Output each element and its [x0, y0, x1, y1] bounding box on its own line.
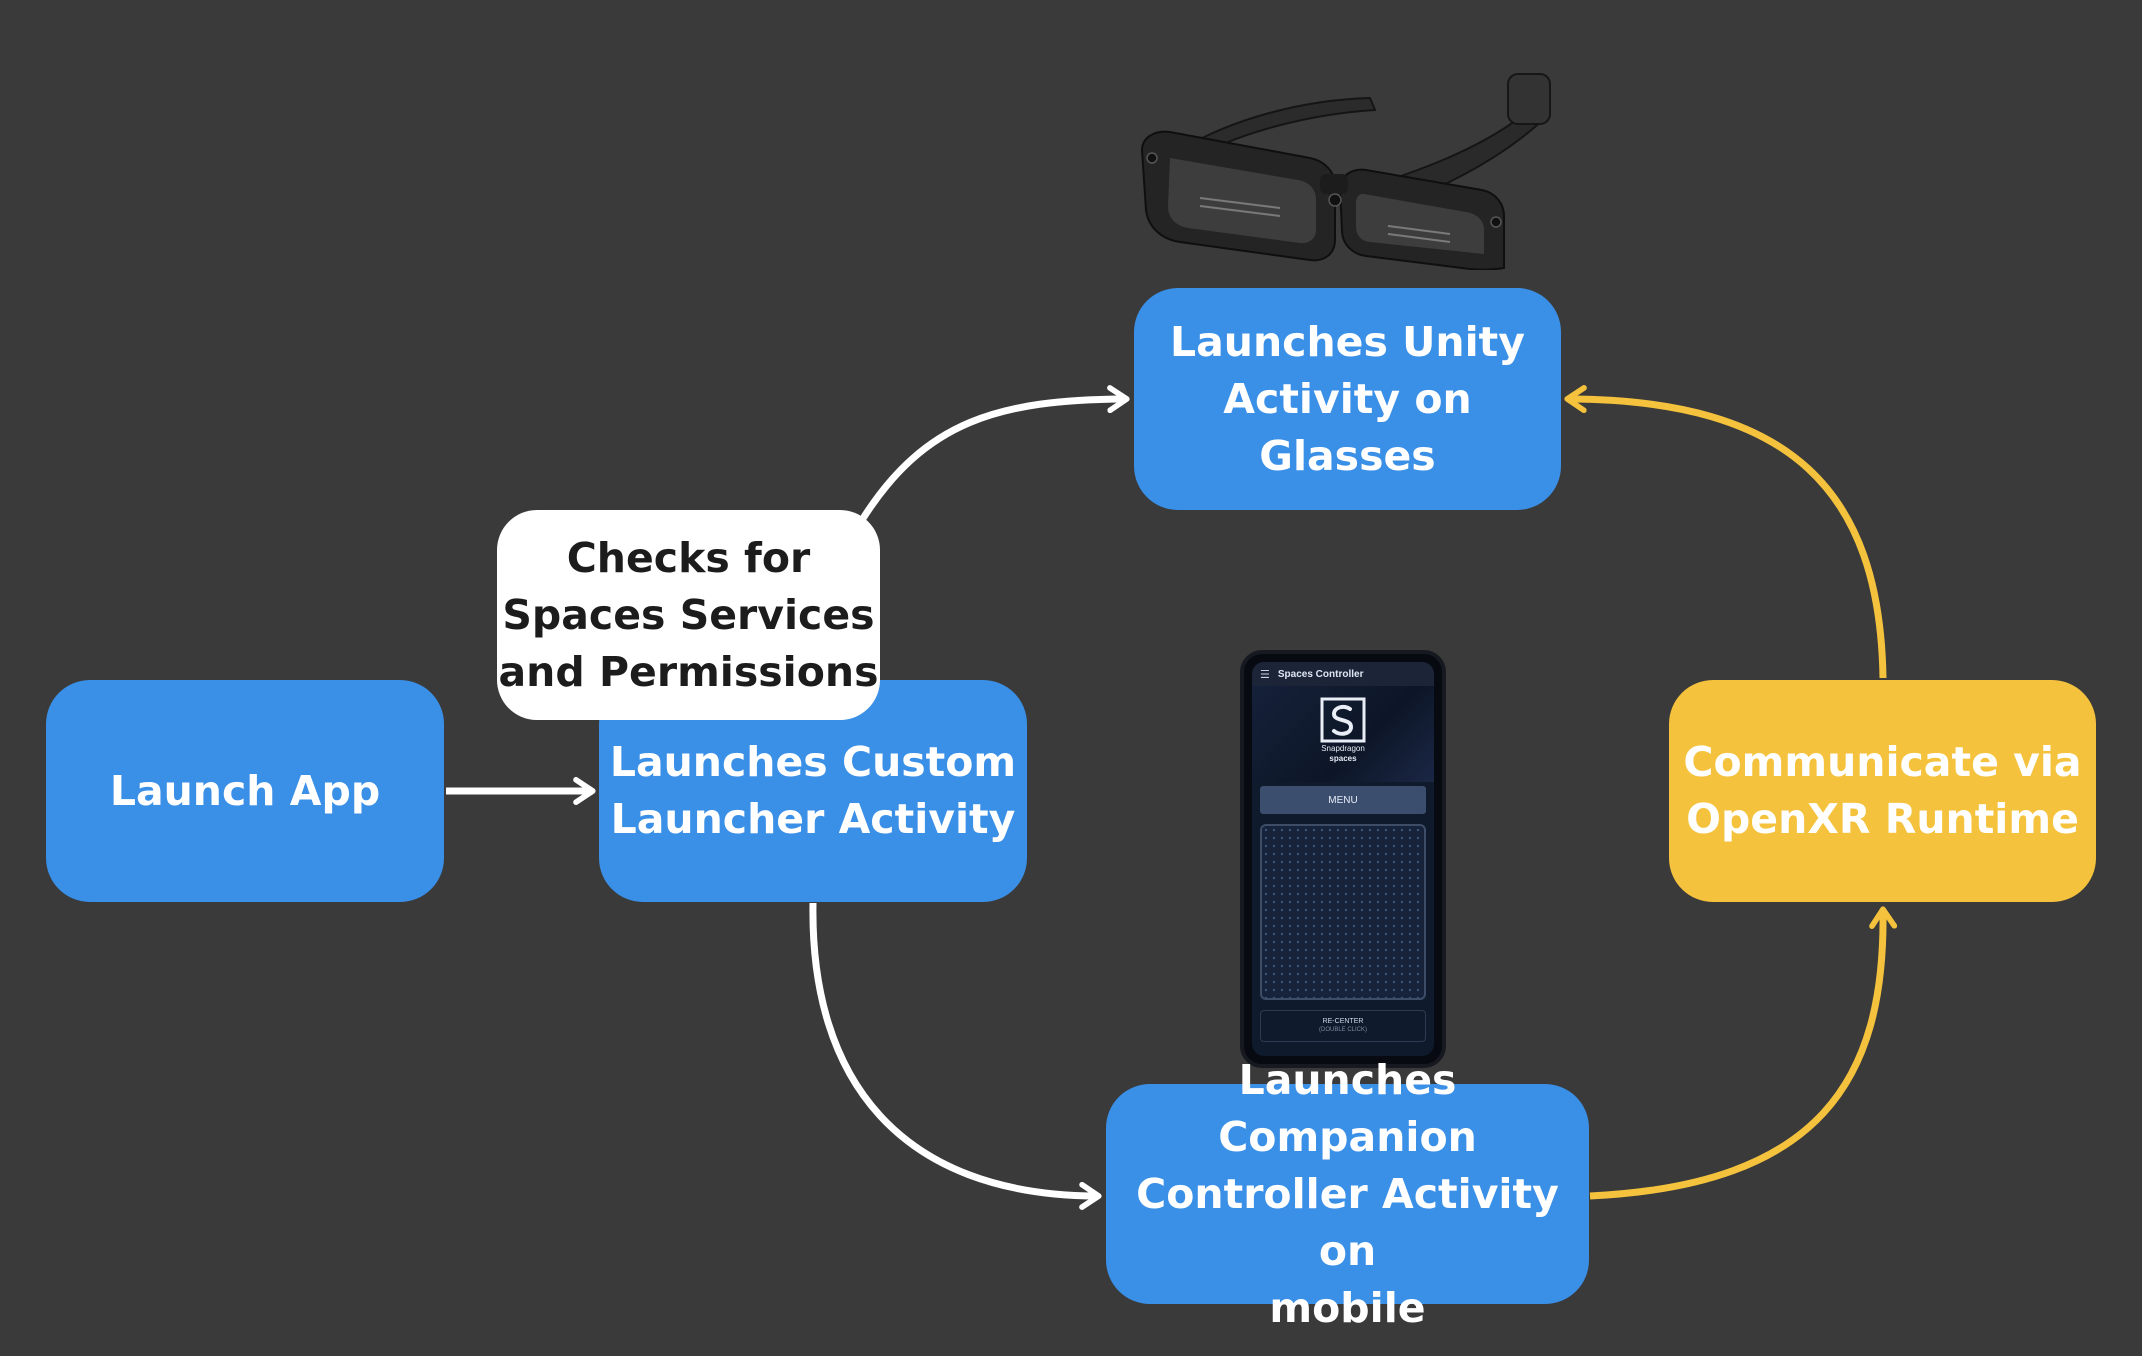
node-text-line: Activity on Glasses	[1223, 374, 1472, 480]
recenter-hint: (DOUBLE CLICK)	[1318, 1027, 1367, 1033]
arrow-companion-to-openxr	[1589, 906, 1898, 1200]
phone-hero: Snapdragon spaces	[1252, 686, 1434, 782]
arrow-checks-to-unity	[859, 385, 1130, 522]
node-text-line: Checks for	[566, 533, 811, 582]
phone-app-bar: ☰ Spaces Controller	[1252, 662, 1434, 686]
phone-mockup: ☰ Spaces Controller Snapdragon spaces ME…	[1240, 650, 1446, 1068]
snapdragon-spaces-logo	[1316, 696, 1370, 744]
arrow-openxr-to-unity	[1564, 385, 1887, 679]
node-unity-activity: Launches Unity Activity on Glasses	[1134, 288, 1561, 510]
node-text-line: OpenXR Runtime	[1686, 795, 2079, 843]
node-checks-permissions: Checks for Spaces Services and Permissio…	[497, 510, 880, 720]
node-text-line: Launcher Activity	[610, 795, 1016, 843]
brand-line-1: Snapdragon	[1321, 744, 1365, 753]
ar-glasses-image	[1140, 73, 1551, 270]
node-text-line: and Permissions	[498, 647, 879, 696]
hamburger-icon: ☰	[1260, 667, 1270, 681]
recenter-label: RE-CENTER	[1322, 1018, 1364, 1025]
node-text-line: Launches Unity	[1169, 317, 1525, 366]
node-text-line: Spaces Services	[502, 590, 875, 639]
node-text-line: Launch App	[109, 766, 381, 815]
phone-screen: ☰ Spaces Controller Snapdragon spaces ME…	[1252, 662, 1434, 1056]
node-launch-app: Launch App	[46, 680, 444, 902]
menu-button[interactable]: MENU	[1260, 786, 1426, 814]
node-text-line: mobile	[1269, 1283, 1426, 1332]
node-text-line: Launches Custom	[609, 738, 1017, 786]
node-openxr-runtime: Communicate via OpenXR Runtime	[1669, 680, 2096, 902]
touchpad-area[interactable]	[1260, 824, 1426, 1000]
node-text-line: Launches Companion	[1218, 1055, 1477, 1161]
node-text-line: Communicate via	[1683, 738, 2082, 786]
phone-app-title: Spaces Controller	[1277, 668, 1364, 680]
brand-line-2: spaces	[1329, 754, 1357, 763]
node-companion-controller: Launches Companion Controller Activity o…	[1106, 1056, 1589, 1332]
node-text-line: Controller Activity on	[1136, 1169, 1559, 1275]
recenter-button[interactable]: RE-CENTER (DOUBLE CLICK)	[1260, 1010, 1426, 1042]
arrow-custom-to-companion	[809, 902, 1102, 1210]
